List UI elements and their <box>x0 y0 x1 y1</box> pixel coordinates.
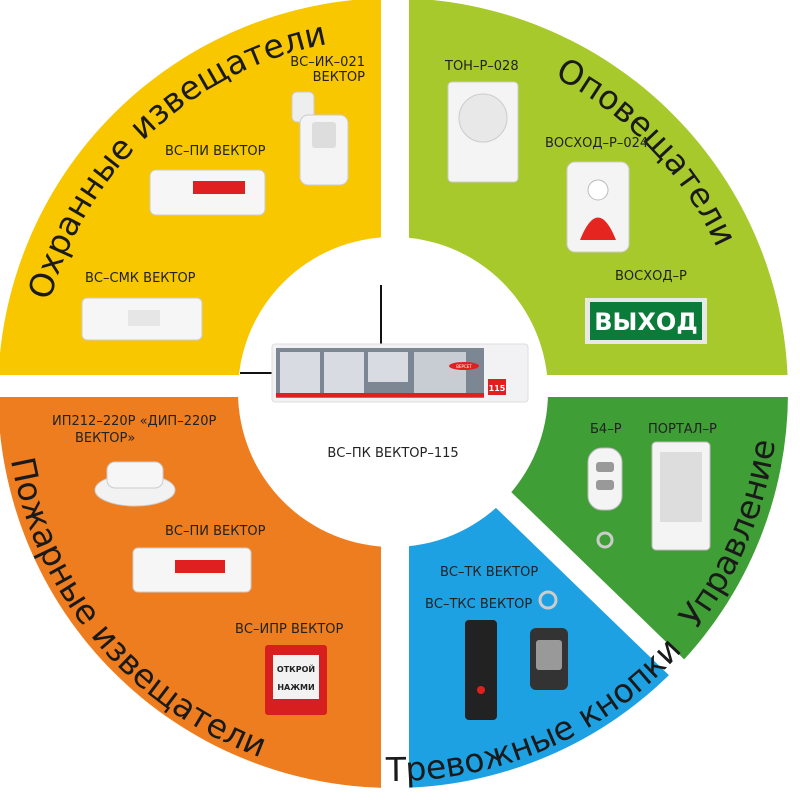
label-b4-r: Б4–Р <box>590 422 622 437</box>
label-vs-ik-021: ВС–ИК–021 <box>290 55 365 70</box>
control-panel-image: ВЕРСЕТ 115 <box>271 343 529 403</box>
label-vs-tk-vector: ВС–ТК ВЕКТОР <box>440 565 538 580</box>
label-vs-smk-vector: ВС–СМК ВЕКТОР <box>85 271 196 286</box>
svg-text:ОТКРОЙ: ОТКРОЙ <box>277 663 315 674</box>
panic-button-image <box>465 620 497 720</box>
label-vs-pi-vector-security: ВС–ПИ ВЕКТОР <box>165 144 266 159</box>
light-siren-image <box>566 161 630 253</box>
motion-detector-image <box>149 169 266 216</box>
svg-text:ВЫХОД: ВЫХОД <box>594 308 697 336</box>
exit-sign: ВЫХОД <box>585 298 707 344</box>
siren-image <box>447 81 519 183</box>
label-vs-ipr-vector: ВС–ИПР ВЕКТОР <box>235 622 344 637</box>
svg-text:115: 115 <box>489 384 506 393</box>
svg-text:НАЖМИ: НАЖМИ <box>277 683 314 692</box>
keyfob-b4r-image <box>587 447 623 549</box>
label-portal-r: ПОРТАЛ–Р <box>648 422 717 437</box>
label-voskhod-r: ВОСХОД–Р <box>615 269 687 284</box>
label-voskhod-r-024: ВОСХОД–Р–024 <box>545 136 648 151</box>
label-ip212-vector: ВЕКТОР» <box>75 431 135 446</box>
panic-keyfob-image <box>530 590 568 690</box>
ir-detector-image <box>291 91 349 186</box>
fire-motion-detector-image <box>132 547 252 593</box>
keypad-portal-r-image <box>651 441 711 551</box>
label-vs-pk-vector-115: ВС–ПК ВЕКТОР–115 <box>327 446 458 461</box>
label-vs-pi-vector-fire: ВС–ПИ ВЕКТОР <box>165 524 266 539</box>
label-ip212-220r: ИП212–220Р «ДИП–220Р <box>52 414 217 429</box>
smoke-detector-image <box>94 461 176 507</box>
magnetic-contact-image <box>81 297 203 341</box>
label-vs-tks-vector: ВС–ТКС ВЕКТОР <box>425 597 532 612</box>
label-ton-r-028: ТОН–Р–028 <box>444 59 519 74</box>
label-vs-ik-021-vector: ВЕКТОР <box>313 70 366 85</box>
manual-call-point-image: ОТКРОЙ НАЖМИ <box>265 645 327 715</box>
svg-text:ВЕРСЕТ: ВЕРСЕТ <box>456 364 472 369</box>
